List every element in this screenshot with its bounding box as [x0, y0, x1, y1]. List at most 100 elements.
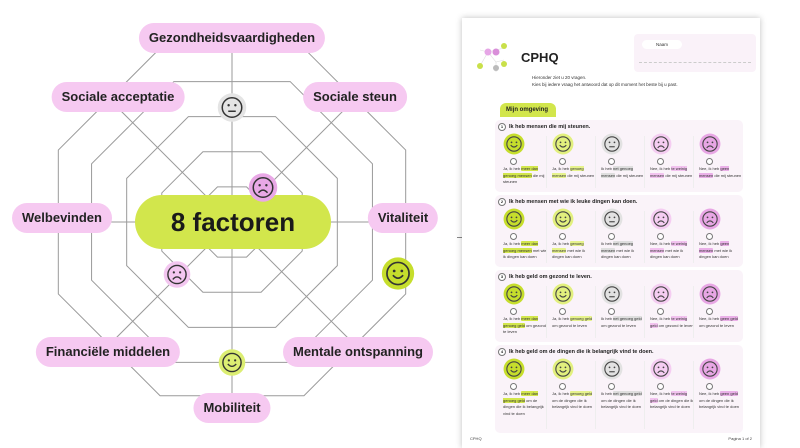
neutral-face-icon: [601, 208, 623, 235]
factor-label: Welbevinden: [12, 203, 112, 233]
sad-face-icon: [248, 173, 278, 208]
answer-radio[interactable]: [706, 233, 713, 240]
column-divider: [546, 136, 547, 188]
answer-text: Ja, ik heb meer dan genoeg geld om de di…: [503, 391, 547, 417]
answer-radio[interactable]: [608, 383, 615, 390]
question-number: 1: [498, 123, 506, 131]
answer-radio[interactable]: [510, 383, 517, 390]
answer-text-part: Ja, ik heb: [503, 241, 522, 246]
answer-radio[interactable]: [657, 383, 664, 390]
happy-face-icon: [503, 208, 525, 235]
answer-radio[interactable]: [608, 308, 615, 315]
intro-line: Hieronder ziet u 20 vragen.: [532, 75, 587, 80]
name-field[interactable]: Naam: [634, 34, 756, 72]
column-divider: [693, 136, 694, 188]
column-divider: [595, 286, 596, 338]
answer-radio[interactable]: [608, 158, 615, 165]
footer-left: CPHQ: [470, 436, 482, 441]
answer-radio[interactable]: [510, 158, 517, 165]
answer-text-part: Nee, ik heb: [699, 166, 721, 171]
answer-text: Nee, ik heb geen geld om gezond te leven: [699, 316, 743, 329]
answer-text-part: om gezond te leven: [601, 322, 636, 328]
answer-text: Ja, ik heb genoeg mensen met wie ik ding…: [552, 241, 596, 261]
answer-radio[interactable]: [706, 308, 713, 315]
answer-text-part: die mij steunen: [566, 172, 595, 178]
answer-radio[interactable]: [559, 383, 566, 390]
happy-face-icon: [552, 208, 574, 235]
footer-right: Pagina 1 of 2: [728, 436, 752, 441]
answer-text-part: die mij steunen: [664, 172, 693, 178]
answer-radio[interactable]: [657, 158, 664, 165]
answer-text-part: om de dingen die ik belangrijk vind te d…: [601, 397, 642, 410]
column-divider: [693, 286, 694, 338]
sad-face-icon: [699, 283, 721, 310]
answer-radio[interactable]: [559, 233, 566, 240]
factor-label: Financiële middelen: [35, 337, 181, 367]
column-divider: [644, 361, 645, 429]
center-label: 8 factoren: [135, 195, 331, 249]
answer-radio[interactable]: [657, 308, 664, 315]
happy-face-icon: [503, 283, 525, 310]
answer-text-part: Nee, ik heb: [650, 316, 672, 321]
answer-text: Nee, ik heb te weinig geld om de dingen …: [650, 391, 694, 411]
column-divider: [546, 361, 547, 429]
answer-radio[interactable]: [559, 308, 566, 315]
column-divider: [644, 286, 645, 338]
answer-text-part: Ja, ik heb: [503, 166, 522, 171]
column-divider: [546, 286, 547, 338]
name-label: Naam: [642, 40, 682, 49]
answer-text-part: Nee, ik heb: [699, 391, 721, 396]
answer-radio[interactable]: [657, 233, 664, 240]
sad-face-icon: [699, 208, 721, 235]
factor-label: Mobiliteit: [193, 393, 271, 423]
answer-radio[interactable]: [510, 233, 517, 240]
answer-text-part: Ik heb: [601, 166, 614, 171]
answer-text-part: met wie ik dingen kan doen: [601, 247, 635, 260]
answer-text: Ik heb net genoeg geld om gezond te leve…: [601, 316, 645, 329]
answer-text: Nee, ik heb te weinig mensen met wie ik …: [650, 241, 694, 261]
sad-face-icon: [650, 358, 672, 385]
happy-face-icon: [552, 358, 574, 385]
answer-highlight: geen geld: [720, 391, 738, 396]
answer-text-part: die mij steunen: [713, 172, 742, 178]
answer-text-part: Nee, ik heb: [699, 316, 721, 321]
happy-face-icon: [503, 358, 525, 385]
column-divider: [644, 211, 645, 263]
answer-radio[interactable]: [706, 158, 713, 165]
happy-face-icon: [381, 257, 415, 296]
answer-radio[interactable]: [510, 308, 517, 315]
section-tab: Mijn omgeving: [500, 103, 556, 117]
answer-text-part: Ja, ik heb: [552, 166, 571, 171]
answer-text-part: met wie ik dingen kan doen: [552, 247, 586, 260]
answer-radio[interactable]: [706, 383, 713, 390]
answer-text-part: Nee, ik heb: [650, 241, 672, 246]
name-line: [639, 62, 751, 63]
answer-text-part: Nee, ik heb: [699, 241, 721, 246]
answer-highlight: genoeg geld: [570, 391, 593, 396]
answer-text-part: die mij steunen: [615, 172, 644, 178]
answer-text-part: die mij steunen: [503, 172, 545, 185]
intro-line: Kies bij iedere vraag het antwoord dat o…: [532, 82, 678, 87]
answer-text: Nee, ik heb geen mensen die mij steunen: [699, 166, 743, 179]
factor-label: Sociale steun: [303, 82, 407, 112]
question-number: 3: [498, 273, 506, 281]
answer-radio[interactable]: [608, 233, 615, 240]
answer-radio[interactable]: [559, 158, 566, 165]
answer-text-part: om de dingen die ik belangrijk vind te d…: [503, 397, 544, 416]
answer-text-part: Ik heb: [601, 316, 614, 321]
answer-text-part: om de dingen die ik belangrijk vind te d…: [699, 397, 740, 410]
answer-text-part: Ja, ik heb: [552, 241, 571, 246]
answer-text: Ik heb net genoeg geld om de dingen die …: [601, 391, 645, 411]
answer-text-part: met wie ik dingen kan doen: [699, 247, 733, 260]
answer-text: Ik heb net genoeg mensen met wie ik ding…: [601, 241, 645, 261]
answer-text-part: om de dingen die ik belangrijk vind te d…: [650, 397, 694, 410]
factor-label: Sociale acceptatie: [51, 82, 185, 112]
happy-face-icon: [218, 349, 246, 382]
happy-face-icon: [503, 133, 525, 160]
